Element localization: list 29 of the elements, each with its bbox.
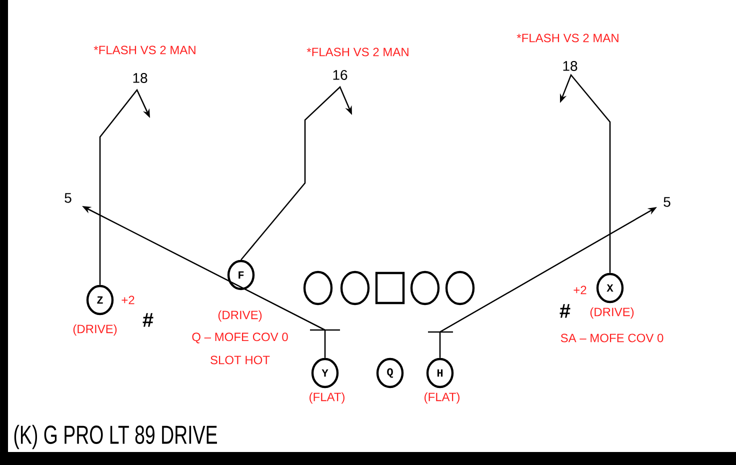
route-arrow (560, 74, 611, 273)
player-note: (FLAT) (310, 392, 344, 404)
hash-mark: # (560, 304, 570, 318)
lineman-circle (410, 270, 440, 306)
play-title: (K) G PRO LT 89 DRIVE (14, 424, 217, 450)
player-note: (DRIVE) (218, 310, 262, 322)
coverage-note: *FLASH VS 2 MAN (306, 48, 408, 56)
player-note: +2 (122, 296, 134, 304)
route-depth: 5 (662, 196, 672, 208)
route-depth: 16 (331, 69, 349, 81)
player-note: (FLAT) (424, 392, 460, 404)
player-note: SLOT HOT (210, 356, 270, 364)
route-depth: 5 (63, 192, 73, 204)
route-arrow (240, 86, 352, 260)
lineman-circle (303, 270, 333, 306)
player-note: Q – MOFE COV 0 (192, 332, 288, 344)
player-note: SA – MOFE COV 0 (560, 334, 664, 342)
lineman-circle (445, 270, 475, 306)
route-depth: 18 (561, 60, 579, 72)
coverage-note: *FLASH VS 2 MAN (94, 46, 196, 54)
center-square (375, 272, 405, 304)
coverage-note: *FLASH VS 2 MAN (516, 34, 618, 42)
player-note: (DRIVE) (73, 324, 117, 336)
lineman-circle (340, 270, 370, 306)
player-note: (DRIVE) (590, 307, 634, 319)
route-depth: 18 (131, 72, 149, 84)
player-note: +2 (574, 286, 586, 294)
route-arrow (99, 88, 150, 285)
hash-mark: # (142, 313, 154, 327)
